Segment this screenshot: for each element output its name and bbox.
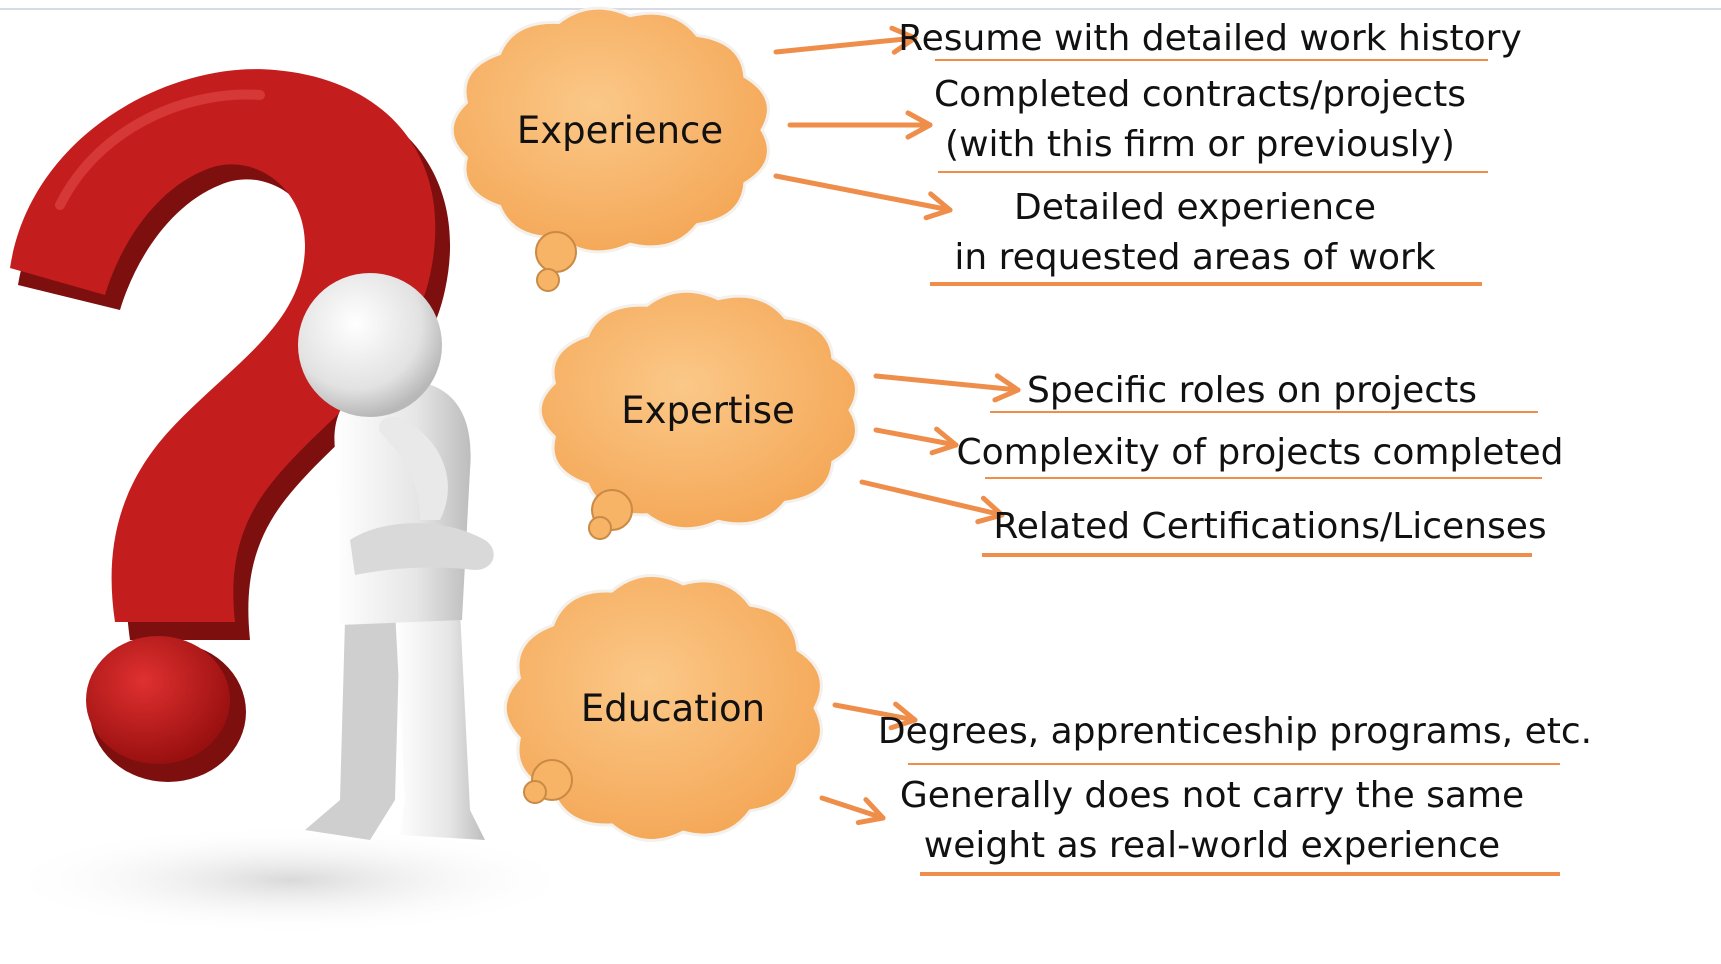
item-text: Generally does not carry the same: [900, 775, 1524, 816]
cloud-label: Education: [581, 687, 765, 730]
figure-head: [298, 273, 442, 417]
arrow-head-icon: [888, 701, 918, 731]
arrow-head-icon: [929, 426, 959, 456]
item-text: Specific roles on projects: [1027, 370, 1477, 411]
item-text: Resume with detailed work history: [898, 18, 1522, 59]
content-layer: Experience Resume with detailed work hist…: [450, 6, 1592, 876]
cloud-label: Experience: [517, 109, 723, 152]
floor-shadow: [0, 825, 580, 935]
figure-arm-raised: [379, 416, 448, 520]
figure-leg-back: [305, 620, 400, 840]
thought-bubble-dot: [535, 231, 577, 273]
question-mark-face: [10, 69, 436, 623]
figure-leg-front: [395, 610, 485, 840]
arrow-shaft: [832, 702, 918, 723]
top-divider: [0, 8, 1721, 10]
item-text: Detailed experience: [1014, 187, 1376, 228]
thought-bubble-dot: [536, 268, 560, 292]
arrow-shaft: [873, 373, 1021, 393]
question-mark-highlight: [55, 89, 265, 210]
question-mark-icon: [0, 69, 580, 935]
arrow-shaft: [819, 795, 886, 821]
question-mark-dot: [86, 636, 230, 764]
figure-arm-crossed: [350, 523, 494, 575]
thought-cloud-expertise: [538, 289, 858, 531]
group-expertise: Expertise Specific roles on projectsCompl…: [538, 289, 1564, 557]
thought-bubble-dot: [523, 780, 547, 804]
item-text: Degrees, apprenticeship programs, etc.: [878, 711, 1592, 752]
arrow-head-icon: [889, 25, 918, 55]
arrow-shaft: [773, 35, 918, 55]
figure-torso: [334, 380, 471, 625]
arrow-head-icon: [975, 495, 1005, 525]
thought-bubble-dot: [588, 516, 612, 540]
arrow-shaft: [873, 427, 959, 448]
thought-cloud-experience: [450, 6, 770, 254]
item-text: (with this firm or previously): [945, 124, 1455, 165]
arrow-head-icon: [992, 373, 1021, 403]
item-text: in requested areas of work: [954, 237, 1435, 278]
item-text: Complexity of projects completed: [956, 432, 1563, 473]
group-experience: Experience Resume with detailed work hist…: [450, 6, 1522, 292]
item-text: Related Certifications/Licenses: [993, 506, 1546, 547]
thinking-person-icon: [298, 273, 494, 840]
arrow-head-icon: [923, 191, 953, 221]
item-text: weight as real-world experience: [924, 825, 1500, 866]
cloud-label: Expertise: [621, 389, 795, 432]
arrow-shaft: [859, 479, 1005, 518]
arrow-head-icon: [905, 110, 933, 140]
thought-cloud-education: [503, 574, 823, 842]
item-text: Completed contracts/projects: [934, 74, 1466, 115]
arrow-head-icon: [855, 797, 886, 826]
arrow-shaft: [773, 173, 953, 213]
